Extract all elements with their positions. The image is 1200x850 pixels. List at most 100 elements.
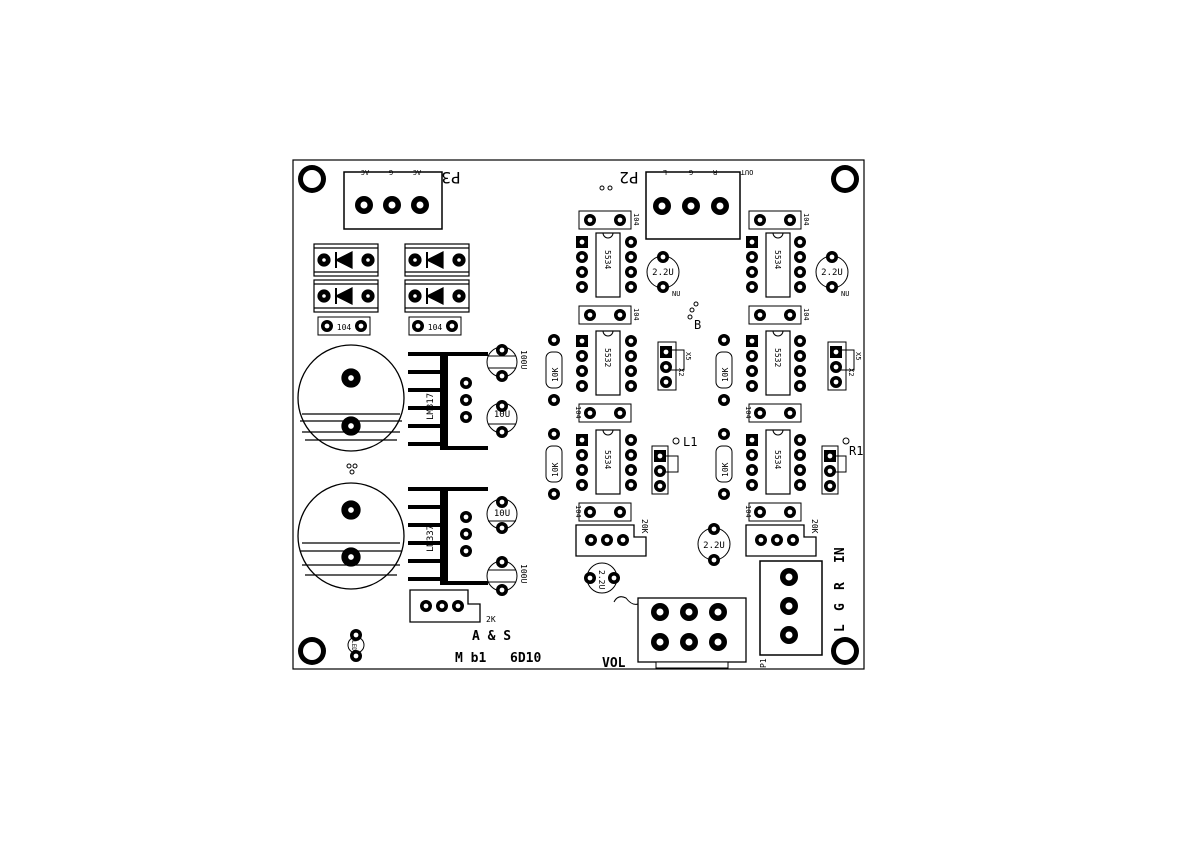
svg-text:NU: NU [672, 290, 680, 298]
svg-text:OUT: OUT [740, 168, 753, 176]
svg-text:X2: X2 [847, 368, 855, 376]
svg-text:5534: 5534 [603, 250, 612, 269]
svg-text:104: 104 [632, 308, 640, 321]
trimmer-20k: 20K [745, 519, 819, 557]
connector-p1: P1 L G R IN [759, 547, 848, 668]
led: LED [347, 629, 365, 662]
svg-text:5534: 5534 [773, 250, 782, 269]
svg-text:2.2U: 2.2U [703, 541, 725, 551]
filter-capacitor [297, 482, 405, 590]
svg-text:10K: 10K [721, 367, 730, 382]
svg-text:5534: 5534 [603, 450, 612, 469]
opamp-ic: 5532 [576, 330, 637, 396]
svg-text:L: L [663, 168, 667, 176]
opamp-ic: 5534 [746, 429, 806, 495]
resistor-10k: 10K [715, 428, 733, 500]
opamp-ic: 5534 [576, 232, 637, 298]
jumper-r1: R1 [821, 437, 863, 495]
capacitor-10u: 10U [486, 496, 518, 534]
svg-text:104: 104 [337, 323, 352, 332]
capacitor-104: 104 [744, 403, 802, 423]
code-label: 6D10 [510, 651, 541, 666]
capacitor-2u2: 2.2U NU [646, 251, 680, 298]
capacitor-104: 104 [574, 403, 632, 423]
trimmer-2k: 2K [409, 589, 496, 624]
svg-text:100U: 100U [519, 350, 528, 369]
p1-label: P1 [759, 658, 768, 668]
p3-label: P3 [441, 168, 460, 187]
vol-label: VOL [602, 656, 626, 671]
mounting-hole [298, 165, 326, 193]
p2-label: P2 [619, 168, 638, 187]
svg-text:5534: 5534 [773, 450, 782, 469]
opamp-ic: 5534 [576, 429, 637, 495]
svg-text:104: 104 [802, 308, 810, 321]
svg-text:L: L [833, 624, 848, 632]
mounting-hole [831, 165, 859, 193]
polarity-dots [346, 463, 358, 475]
svg-text:G: G [689, 168, 693, 176]
capacitor-104: 104 [744, 502, 802, 522]
capacitor-104: 104 [408, 316, 462, 336]
bridge-rectifier [313, 243, 470, 313]
svg-text:10K: 10K [721, 462, 730, 477]
capacitor-104: 104 [317, 316, 371, 336]
svg-text:NU: NU [841, 290, 849, 298]
board-outline [292, 159, 865, 670]
svg-text:10K: 10K [551, 462, 560, 477]
volume-pot: VOL [602, 596, 747, 671]
svg-text:L1: L1 [683, 435, 697, 449]
mounting-hole [298, 637, 326, 665]
svg-text:5532: 5532 [773, 348, 782, 367]
capacitor-2u2: 2.2U NU [815, 251, 849, 298]
mounting-hole [831, 637, 859, 665]
jumper-block: X5 X2 [657, 341, 692, 391]
svg-text:2.2U: 2.2U [597, 570, 606, 589]
svg-text:R: R [712, 168, 717, 176]
svg-text:20K: 20K [640, 519, 649, 534]
svg-text:104: 104 [744, 505, 752, 518]
svg-text:104: 104 [428, 323, 443, 332]
resistor-10k: 10K [545, 428, 563, 500]
svg-text:2K: 2K [486, 615, 496, 624]
marker-b: B [687, 301, 701, 332]
svg-text:104: 104 [574, 505, 582, 518]
svg-text:104: 104 [632, 213, 640, 226]
connector-p3: P3 AC G AC [343, 168, 461, 230]
svg-text:R: R [833, 582, 848, 590]
p3-pin-ac: AC [361, 168, 369, 176]
svg-text:100U: 100U [519, 564, 528, 583]
p3-pin-g: G [389, 168, 393, 176]
svg-text:R1: R1 [849, 444, 863, 458]
regulator-lm337: LM337 [408, 487, 488, 585]
opamp-ic: 5532 [746, 330, 806, 396]
svg-text:10U: 10U [494, 509, 510, 519]
brand-label: A & S [472, 629, 511, 644]
resistor-10k: 10K [545, 334, 563, 406]
svg-text:104: 104 [802, 213, 810, 226]
model-label: M b1 [455, 651, 486, 666]
capacitor-10u: 10U [486, 400, 518, 438]
capacitor-2u2: 2.2U [697, 523, 731, 566]
capacitor-2u2: 2.2U [584, 562, 620, 594]
svg-text:X2: X2 [677, 368, 685, 376]
svg-text:104: 104 [744, 406, 752, 419]
opamp-ic: 5534 [746, 232, 806, 298]
capacitor-104: 104 [748, 305, 810, 325]
capacitor-104: 104 [578, 210, 640, 230]
capacitor-104: 104 [748, 210, 810, 230]
regulator-lm317: LM317 [408, 352, 488, 450]
svg-text:B: B [694, 318, 701, 332]
svg-text:104: 104 [574, 406, 582, 419]
svg-text:X5: X5 [854, 352, 862, 360]
svg-text:2.2U: 2.2U [821, 268, 843, 278]
svg-text:2.2U: 2.2U [652, 268, 674, 278]
regulator-label: LM337 [426, 525, 436, 552]
svg-text:20K: 20K [810, 519, 819, 534]
trimmer-20k: 20K [575, 519, 649, 557]
svg-text:LED: LED [350, 640, 357, 651]
jumper-block: X5 X2 [827, 341, 862, 391]
capacitor-104: 104 [578, 305, 640, 325]
filter-capacitor [297, 344, 405, 452]
